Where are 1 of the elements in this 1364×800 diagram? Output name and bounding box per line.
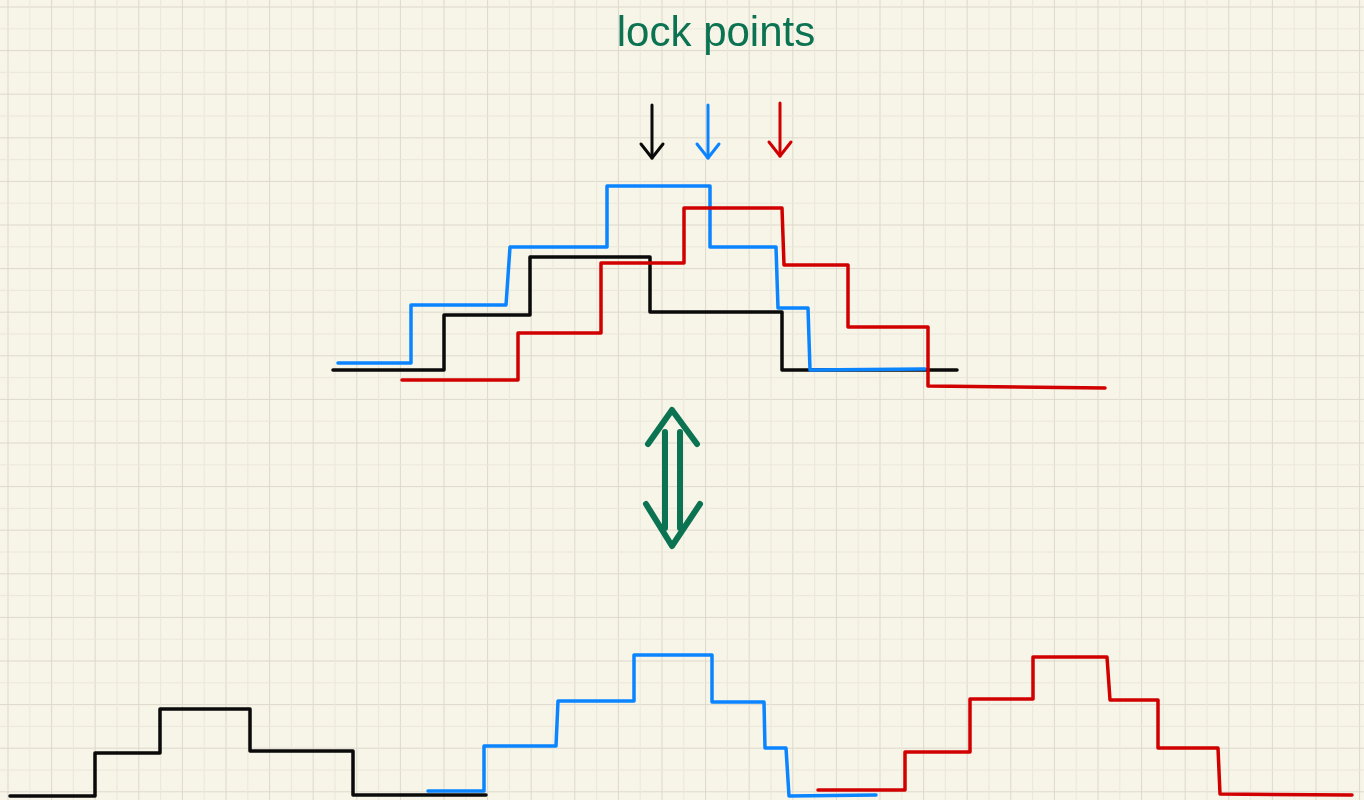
heading-text: lock points (616, 8, 816, 56)
